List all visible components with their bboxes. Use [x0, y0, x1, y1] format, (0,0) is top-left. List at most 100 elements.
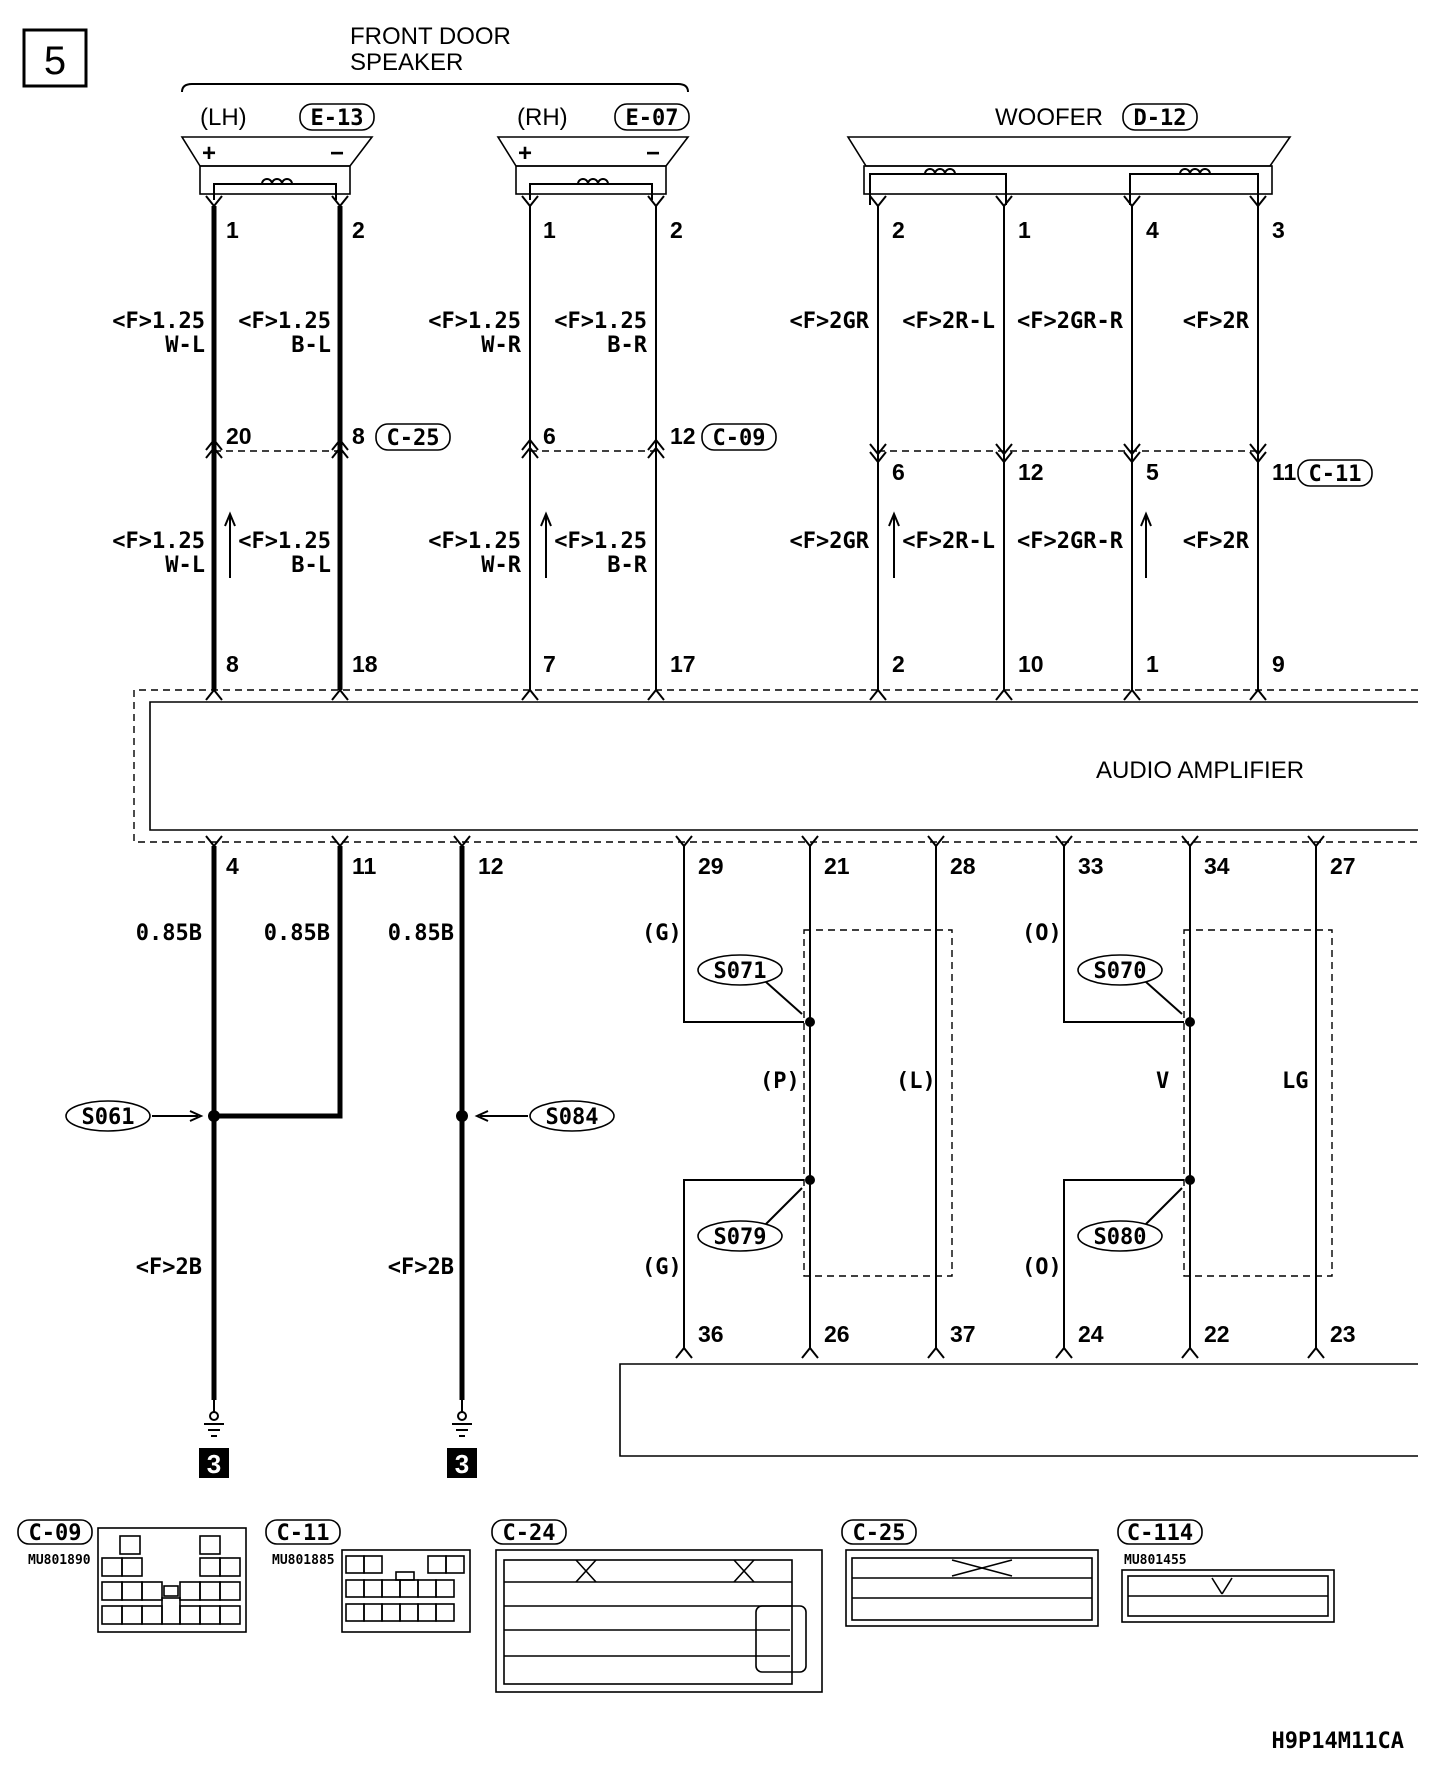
connector-code: C-24	[503, 1521, 556, 1546]
wire-size: <F>1.25	[112, 309, 205, 334]
splice-s080: S080	[1094, 1225, 1147, 1250]
pin-label: 6	[892, 459, 905, 485]
wire-color: W-R	[481, 333, 521, 358]
pin-label: 2	[892, 217, 905, 243]
wire-label: <F>2GR	[790, 309, 870, 334]
pin-label: 6	[543, 423, 556, 449]
wire-label: <F>2R-L	[902, 309, 995, 334]
junction-c11-badge	[1297, 459, 1373, 487]
title-line2: SPEAKER	[350, 49, 463, 76]
title-line1: FRONT DOOR	[350, 23, 511, 50]
splice-s070-badge	[1077, 954, 1163, 986]
ground-ref: 3	[455, 1449, 469, 1479]
speaker-rh-code: E-07	[626, 106, 679, 131]
wire-color: W-L	[165, 553, 205, 578]
ground-ref: 3	[207, 1449, 221, 1479]
lower-unit	[619, 1363, 1418, 1457]
wire-color: B-R	[607, 333, 647, 358]
speaker-lh-minus: −	[330, 140, 344, 167]
pin-label: 1	[1146, 651, 1159, 677]
junction-c25-badge	[375, 423, 451, 451]
wire-label: 0.85B	[136, 921, 202, 946]
pin-label: 2	[352, 217, 365, 243]
pin-label: 24	[1078, 1321, 1104, 1347]
wire-size: <F>1.25	[112, 529, 205, 554]
speaker-rh-minus: −	[646, 140, 660, 167]
wire-color: (P)	[760, 1069, 800, 1094]
pin-label: 33	[1078, 853, 1104, 879]
ground-ref-box	[199, 1448, 229, 1478]
wire-size: <F>1.25	[554, 309, 647, 334]
wire-color: B-R	[607, 553, 647, 578]
pin-label: 22	[1204, 1321, 1230, 1347]
audio-amplifier: AUDIO AMPLIFIER	[133, 689, 1418, 843]
speaker-lh-side: (LH)	[200, 104, 247, 131]
arrow-right-icon	[189, 1110, 204, 1122]
pin-label: 28	[950, 853, 976, 879]
wire-size: <F>1.25	[554, 529, 647, 554]
coil-icon	[577, 178, 609, 185]
pin-label: 2	[892, 651, 905, 677]
connector-view-c11: C-11 MU801885	[265, 1519, 471, 1633]
pin-label: 36	[698, 1321, 724, 1347]
wire-color: (O)	[1022, 921, 1062, 946]
ground-icon	[452, 1400, 472, 1437]
wire-label: <F>2GR	[790, 529, 870, 554]
wire-label: <F>2GR-R	[1017, 309, 1124, 334]
wire-size: <F>1.25	[428, 309, 521, 334]
pin-label: 1	[543, 217, 556, 243]
splice-s070: S070	[1094, 959, 1147, 984]
pin-label: 18	[352, 651, 378, 677]
pin-label: 29	[698, 853, 724, 879]
splice-s080-badge	[1077, 1220, 1163, 1252]
wire-size: <F>1.25	[238, 529, 331, 554]
junction-c25-code: C-25	[387, 426, 440, 451]
splice-s079: S079	[714, 1225, 767, 1250]
woofer-code-badge	[1122, 103, 1198, 131]
pin-label: 20	[226, 423, 252, 449]
pin-label: 7	[543, 651, 556, 677]
connector-code: C-25	[853, 1521, 906, 1546]
junction-c11-code: C-11	[1309, 462, 1362, 487]
pin-label: 37	[950, 1321, 976, 1347]
pin-label: 3	[1272, 217, 1285, 243]
connector-chevrons	[675, 1346, 1325, 1359]
splice-s071-badge	[697, 954, 783, 986]
shielded-pairs	[683, 846, 1333, 1348]
coil-icon	[261, 178, 293, 185]
pin-label: 26	[824, 1321, 850, 1347]
page-number-box	[22, 28, 88, 88]
part-number: MU801455	[1124, 1553, 1187, 1568]
speaker-lh-plus: +	[202, 140, 216, 167]
woofer-code: D-12	[1134, 106, 1187, 131]
pin-label: 27	[1330, 853, 1356, 879]
speaker-lh: (LH) E-13 + −	[180, 103, 375, 200]
pin-label: 34	[1204, 853, 1230, 879]
speaker-rh-plus: +	[518, 140, 532, 167]
connector-code: C-09	[29, 1521, 82, 1546]
wire-size: <F>1.25	[428, 529, 521, 554]
wire-color: W-R	[481, 553, 521, 578]
speaker-rh: (RH) E-07 + −	[496, 103, 690, 200]
wire-color: (O)	[1022, 1255, 1062, 1280]
wire-label: <F>2R-L	[902, 529, 995, 554]
wire-label: <F>2R	[1183, 529, 1250, 554]
wire-color: V	[1156, 1069, 1169, 1094]
pin-label: 4	[1146, 217, 1159, 243]
connector-view-c114: C-114 MU801455	[1117, 1519, 1335, 1623]
pin-label: 17	[670, 651, 696, 677]
junction-chevrons	[205, 438, 1267, 464]
pin-label: 4	[226, 853, 239, 879]
wire-label: <F>2R	[1183, 309, 1250, 334]
wire-color: (G)	[642, 1255, 682, 1280]
connector-view-c09: C-09 MU801890	[17, 1519, 247, 1633]
splice-s084-badge	[529, 1100, 615, 1132]
ground-ref-box	[447, 1448, 477, 1478]
wire-size: <F>1.25	[238, 309, 331, 334]
pin-label: 10	[1018, 651, 1044, 677]
splice-s071: S071	[714, 959, 767, 984]
pin-label: 1	[1018, 217, 1031, 243]
pin-label: 23	[1330, 1321, 1356, 1347]
wire-color: W-L	[165, 333, 205, 358]
splice-s079-badge	[697, 1220, 783, 1252]
